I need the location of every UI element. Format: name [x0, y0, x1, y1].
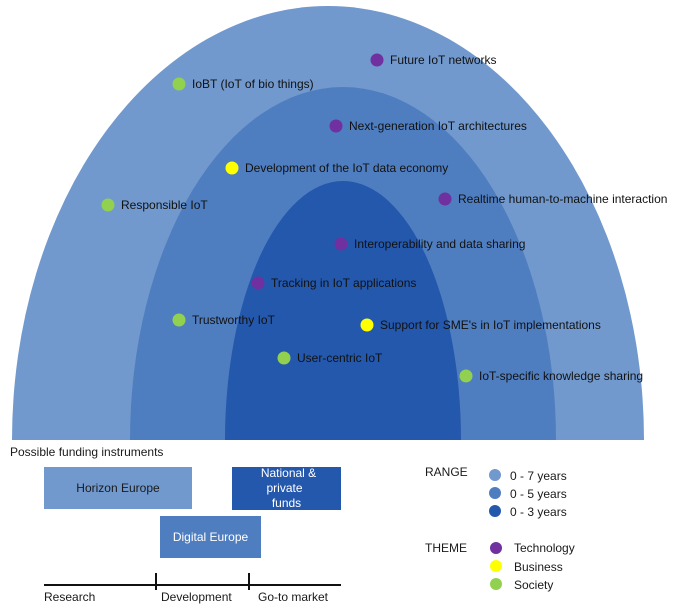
topic-label-support-for-sme-s-in-iot-implementations: Support for SME's in IoT implementations: [380, 318, 601, 332]
topic-dot-development-of-the-iot-data-economy: [225, 161, 239, 175]
topic-dot-iot-specific-knowledge-sharing: [459, 369, 473, 383]
topic-dot-realtime-human-to-machine-interaction: [438, 192, 452, 206]
topic-dot-responsible-iot: [101, 198, 115, 212]
ring-inner: [225, 181, 461, 440]
topic-label-future-iot-networks: Future IoT networks: [390, 53, 497, 67]
topic-dot-trustworthy-iot: [172, 313, 186, 327]
funding-title: Possible funding instruments: [10, 445, 164, 459]
topic-dot-interoperability-and-data-sharing: [334, 237, 348, 251]
topic-dot-tracking-in-iot-applications: [251, 276, 265, 290]
phase-research: Research: [44, 590, 96, 604]
topic-dot-iobt-iot-of-bio-things: [172, 77, 186, 91]
legend-theme-label-business: Business: [514, 560, 563, 574]
topic-label-interoperability-and-data-sharing: Interoperability and data sharing: [354, 237, 525, 251]
timeline-axis: [44, 573, 341, 590]
topic-label-development-of-the-iot-data-economy: Development of the IoT data economy: [245, 161, 448, 175]
topic-dot-user-centric-iot: [277, 351, 291, 365]
legend-theme-dot-2: [490, 578, 502, 590]
legend-theme-dot-1: [490, 560, 502, 572]
topic-label-realtime-human-to-machine-interaction: Realtime human-to-machine interaction: [458, 192, 667, 206]
national-funds-label-line1: National & private: [260, 466, 317, 495]
legend-range-label-0: 0 - 7 years: [510, 469, 567, 483]
legend-theme-label-technology: Technology: [514, 541, 575, 555]
legend-range-dot-2: [489, 505, 501, 517]
legend-range-title: RANGE: [425, 465, 468, 479]
legend-theme-title: THEME: [425, 541, 467, 555]
topic-dot-next-generation-iot-architectures: [329, 119, 343, 133]
horizon-europe-label: Horizon Europe: [76, 480, 160, 495]
horizon-europe-box: Horizon Europe: [44, 467, 192, 509]
digital-europe-box: Digital Europe: [160, 516, 261, 558]
topic-dot-future-iot-networks: [370, 53, 384, 67]
topic-label-user-centric-iot: User-centric IoT: [297, 351, 383, 365]
topic-label-iobt-iot-of-bio-things: IoBT (IoT of bio things): [192, 77, 314, 91]
topic-dot-support-for-sme-s-in-iot-implementations: [360, 318, 374, 332]
topic-label-responsible-iot: Responsible IoT: [121, 198, 208, 212]
legend-range-label-1: 0 - 5 years: [510, 487, 567, 501]
legend-range-dot-1: [489, 487, 501, 499]
national-funds-label-line2: funds: [271, 496, 302, 510]
topic-label-tracking-in-iot-applications: Tracking in IoT applications: [271, 276, 416, 290]
topic-label-next-generation-iot-architectures: Next-generation IoT architectures: [349, 119, 527, 133]
legend-range-dot-0: [489, 469, 501, 481]
digital-europe-label: Digital Europe: [172, 529, 249, 544]
legend-theme-label-society: Society: [514, 578, 554, 592]
national-private-funds-box: National & private funds: [232, 466, 341, 510]
topic-label-trustworthy-iot: Trustworthy IoT: [192, 313, 276, 327]
legend-range-label-2: 0 - 3 years: [510, 505, 567, 519]
legend-theme-dot-0: [490, 542, 502, 554]
topic-label-iot-specific-knowledge-sharing: IoT-specific knowledge sharing: [479, 369, 643, 383]
phase-development: Development: [161, 590, 232, 604]
phase-go-to-market: Go-to market: [258, 590, 329, 604]
